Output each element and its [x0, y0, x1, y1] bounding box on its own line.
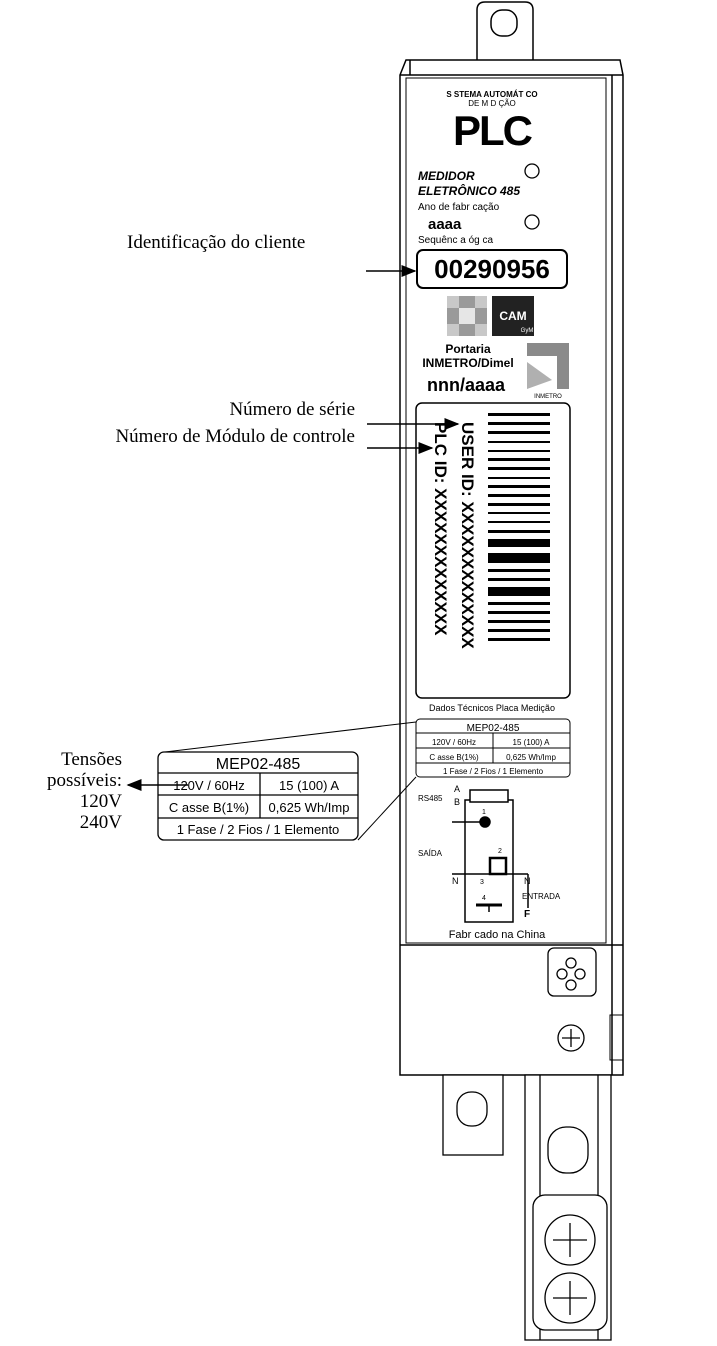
- label-spec-constant: 0,625 Wh/Imp: [506, 753, 556, 762]
- terminal-a-label: A: [454, 784, 460, 794]
- terminal-n-left-label: N: [452, 876, 459, 886]
- model-line2: ELETRÔNICO 485: [418, 183, 520, 198]
- svg-text:GyM: GyM: [521, 328, 534, 334]
- inmetro-logo: INMETRO: [527, 343, 569, 400]
- pin-1-label: 1: [482, 809, 486, 816]
- label-spec-table: [415, 718, 571, 778]
- portaria-line2: INMETRO/Dimel: [422, 356, 513, 370]
- svg-text:CAM: CAM: [499, 309, 526, 323]
- barcode-bar: [488, 611, 550, 614]
- zoom-line-top: [164, 721, 417, 753]
- year-label: Ano de fabr cação: [418, 202, 500, 213]
- callout-client-id: Identificação do cliente: [127, 232, 305, 253]
- barcode-bar: [488, 620, 550, 623]
- spec-model: MEP02-485: [216, 756, 301, 773]
- pin-4-label: 4: [482, 895, 486, 902]
- serial-number: 00290956: [434, 254, 550, 284]
- callout-control-module: Número de Módulo de controle: [115, 426, 355, 447]
- barcode-bar: [488, 441, 550, 443]
- barcode-bar: [488, 494, 550, 497]
- voltages-title-1: Tensões: [61, 749, 122, 770]
- terminal-n-right-label: N: [524, 876, 531, 886]
- portaria-line1: Portaria: [445, 342, 491, 356]
- indicator-led-2: [524, 214, 540, 230]
- brand-logo: PLC: [453, 107, 533, 154]
- barcode-panel: [415, 402, 571, 699]
- barcode-bar: [488, 477, 550, 479]
- barcode-bar: [488, 578, 550, 581]
- made-in-label: Fabr cado na China: [449, 929, 546, 941]
- voltage-120: 120V: [80, 791, 123, 812]
- terminal-b-label: B: [454, 797, 460, 807]
- voltage-240: 240V: [80, 812, 123, 833]
- spec-wiring: 1 Fase / 2 Fios / 1 Elemento: [177, 822, 340, 837]
- zoom-line-bottom: [357, 776, 417, 841]
- header-line1: S STEMA AUTOMÁT CO: [446, 90, 537, 99]
- barcode-bar: [488, 450, 550, 452]
- sequence-label: Sequênc a óg ca: [418, 235, 493, 246]
- tech-data-title: Dados Técnicos Placa Medição: [429, 703, 555, 713]
- terminal-cover-hardware: [547, 947, 597, 1052]
- barcode-bar: [488, 629, 550, 632]
- barcode-bar: [488, 422, 550, 425]
- spec-meter-constant: 0,625 Wh/Imp: [269, 800, 350, 815]
- barcode-bar: [488, 458, 550, 461]
- label-spec-wiring: 1 Fase / 2 Fios / 1 Elemento: [443, 767, 544, 776]
- terminal-f-label: F: [524, 909, 530, 920]
- barcode-bar: [488, 413, 550, 416]
- header-line2: DE M D ÇÃO: [468, 99, 516, 108]
- spec-voltage-freq: 120V / 60Hz: [173, 778, 245, 793]
- wiring-diagram: [452, 789, 529, 923]
- barcode-bar: [488, 431, 550, 434]
- barcode-bar: [488, 467, 550, 470]
- indicator-led-1: [524, 163, 540, 179]
- bottom-mounting-tab: [442, 1074, 504, 1156]
- barcode-bar: [488, 521, 550, 523]
- barcode-bar: [488, 530, 550, 533]
- saida-label: SAÍDA: [418, 849, 443, 858]
- label-spec-class: C asse B(1%): [429, 753, 479, 762]
- portaria-value: nnn/aaaa: [427, 375, 506, 395]
- quality-mark-logo: [447, 296, 487, 336]
- barcode-bar: [488, 602, 550, 605]
- spec-accuracy-class: C asse B(1%): [169, 800, 249, 815]
- pin-2-label: 2: [498, 848, 502, 855]
- barcode-bar: [488, 553, 550, 563]
- serial-number-box: [416, 249, 568, 289]
- bus-bar: [524, 1074, 612, 1341]
- entrada-label: ENTRADA: [522, 892, 561, 901]
- voltages-title-2: possíveis:: [47, 770, 122, 791]
- model-line1: MEDIDOR: [418, 169, 475, 183]
- plc-id-text: PLC ID: XXXXXXXXXXXXX: [431, 422, 450, 636]
- spec-current: 15 (100) A: [279, 778, 339, 793]
- enlarged-spec-table: [157, 751, 359, 841]
- barcode-bar: [488, 539, 550, 547]
- svg-text:INMETRO: INMETRO: [534, 394, 562, 400]
- user-id-text: USER ID: XXXXXXXXXXXXX: [458, 422, 477, 649]
- label-spec-current: 15 (100) A: [513, 738, 551, 747]
- barcode-bar: [488, 512, 550, 514]
- barcode-bar: [488, 587, 550, 596]
- callout-serial-number: Número de série: [229, 399, 355, 420]
- barcode-bar: [488, 485, 550, 488]
- barcode-bar: [488, 638, 550, 641]
- pin-3-label: 3: [480, 879, 484, 886]
- barcode-bar: [488, 569, 550, 572]
- cam-logo: CAM GyM: [492, 296, 534, 336]
- label-spec-voltage: 120V / 60Hz: [432, 738, 476, 747]
- top-mounting-tab: [476, 1, 534, 60]
- barcode-bar: [488, 503, 550, 506]
- year-value: aaaa: [428, 216, 462, 233]
- label-spec-model: MEP02-485: [467, 723, 520, 734]
- barcode: [488, 413, 550, 641]
- rs485-label: RS485: [418, 794, 443, 803]
